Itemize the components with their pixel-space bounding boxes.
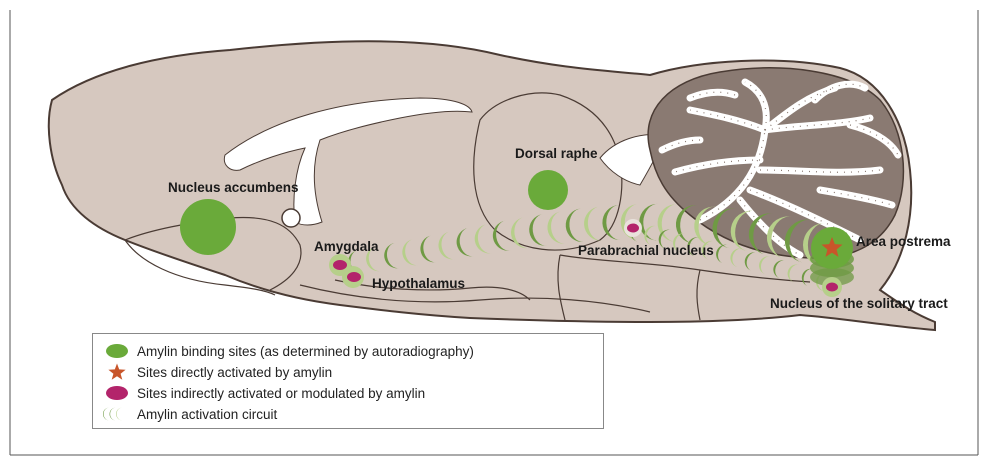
nucleus-accumbens-binding-site: [180, 199, 236, 255]
nucleus-accumbens-label: Nucleus accumbens: [168, 181, 258, 195]
anterior-commissure: [282, 209, 300, 227]
nucleus-solitary-tract-site: [822, 277, 842, 297]
green-circle-icon: [103, 342, 131, 360]
legend-item-indirect-sites: Sites indirectly activated or modulated …: [103, 384, 425, 402]
amygdala-label: Amygdala: [314, 240, 379, 254]
parabrachial-nucleus-label: Parabrachial nucleus: [578, 244, 688, 258]
green-arcs-icon: [103, 405, 131, 423]
legend-text: Amylin binding sites (as determined by a…: [137, 344, 474, 359]
legend-text: Sites indirectly activated or modulated …: [137, 386, 425, 401]
legend-item-binding-sites: Amylin binding sites (as determined by a…: [103, 342, 474, 360]
legend-item-direct-sites: Sites directly activated by amylin: [103, 363, 332, 381]
area-postrema-label: Area postrema: [856, 235, 938, 249]
magenta-circle-icon: [103, 384, 131, 402]
orange-star-icon: [103, 363, 131, 381]
dorsal-raphe-label: Dorsal raphe: [515, 147, 575, 161]
legend-item-activation-circuit: Amylin activation circuit: [103, 405, 277, 423]
nucleus-solitary-tract-label: Nucleus of the solitary tract: [770, 297, 894, 311]
hypothalamus-label: Hypothalamus: [372, 277, 465, 291]
parabrachial-nucleus-site: [624, 219, 642, 237]
legend-text: Sites directly activated by amylin: [137, 365, 332, 380]
legend-text: Amylin activation circuit: [137, 407, 277, 422]
dorsal-raphe-binding-site: [528, 170, 568, 210]
legend: Amylin binding sites (as determined by a…: [92, 333, 604, 429]
hypothalamus-site: [342, 266, 364, 288]
